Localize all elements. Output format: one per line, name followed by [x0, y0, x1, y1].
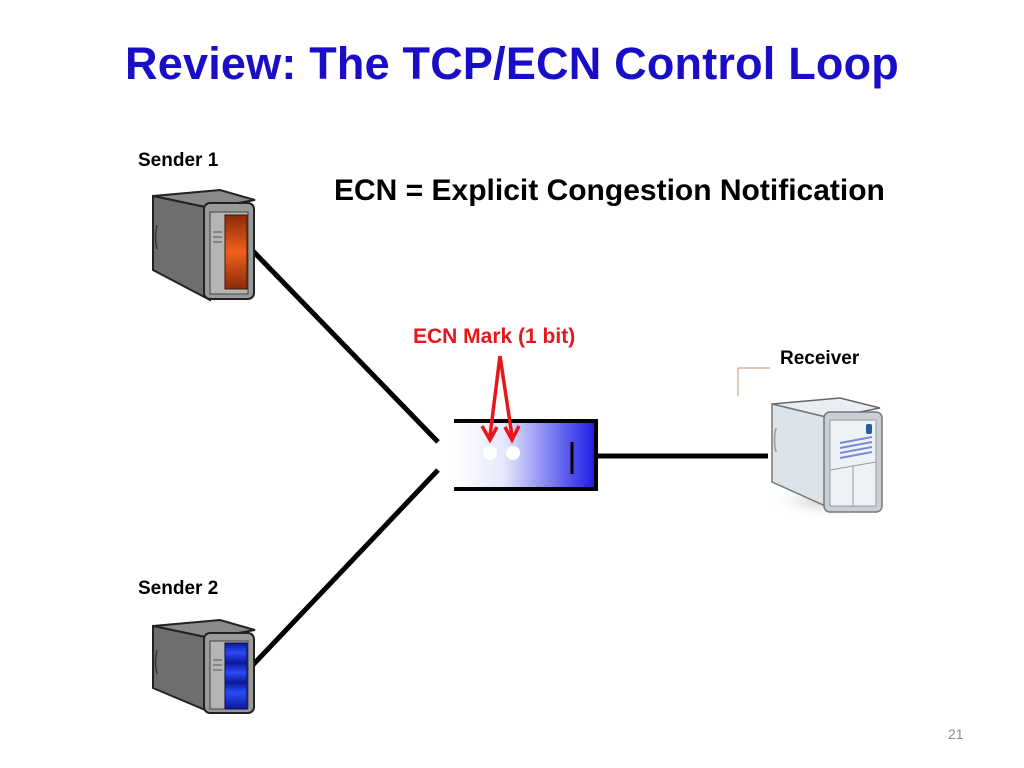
sender1-server-icon: [152, 188, 256, 302]
ecn-mark-label: ECN Mark (1 bit): [413, 325, 576, 348]
page-number: 21: [948, 726, 964, 742]
slide-title: Review: The TCP/ECN Control Loop: [125, 38, 899, 89]
ecn-mark-arrows: [480, 355, 521, 444]
receiver-label: Receiver: [780, 348, 860, 369]
receiver-server-icon: [768, 397, 892, 520]
packet-2: [506, 446, 520, 460]
ecn-definition: ECN = Explicit Congestion Notification: [334, 174, 885, 207]
link-sender1-router: [248, 246, 440, 444]
router-queue: [454, 419, 598, 491]
sender2-label: Sender 2: [138, 578, 219, 599]
placeholder-corner: [737, 367, 770, 396]
sender1-label: Sender 1: [138, 150, 219, 171]
packet-1: [483, 446, 497, 460]
sender2-server-icon: [152, 618, 256, 714]
link-sender2-router: [248, 468, 440, 670]
